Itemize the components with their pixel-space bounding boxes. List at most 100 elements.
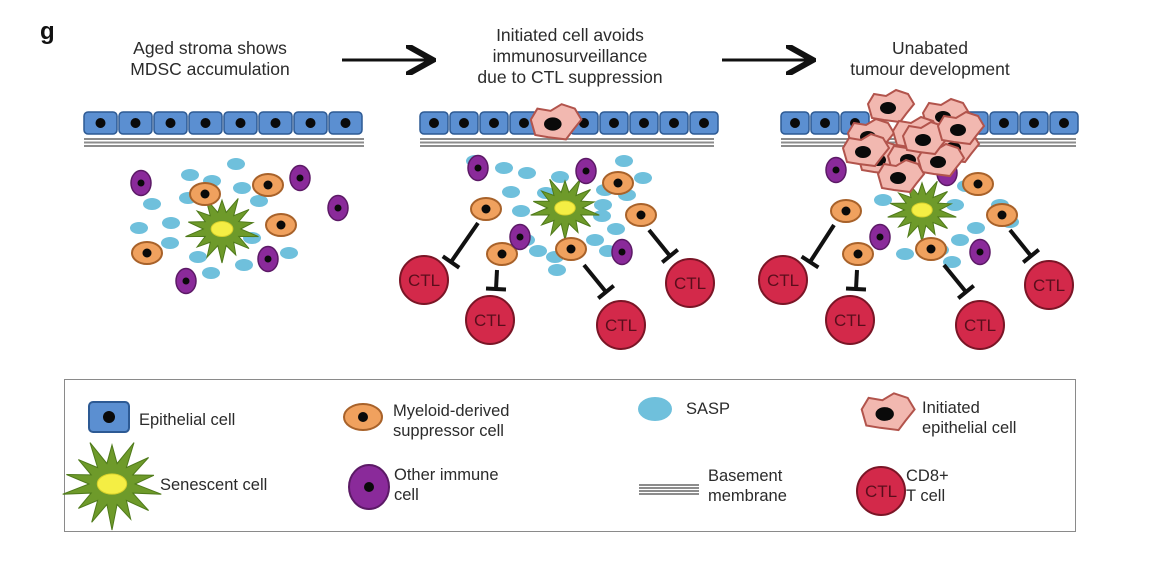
- nucleus: [1029, 118, 1039, 128]
- sasp-particle: [502, 186, 520, 198]
- ctl-label: CTL: [767, 271, 799, 290]
- legend-line: Other immune: [394, 466, 499, 484]
- nucleus: [142, 248, 152, 258]
- mdsc-cell: [986, 203, 1018, 227]
- epithelial-cell: [1049, 111, 1079, 135]
- nucleus: [200, 189, 210, 199]
- sasp-particle: [874, 194, 892, 206]
- legend-epithelial-label: Epithelial cell: [139, 410, 235, 430]
- ctl-label: CTL: [1033, 276, 1065, 295]
- nucleus: [334, 204, 342, 212]
- inhibition-bar: [485, 286, 507, 292]
- legend-other-immune-label: Other immune cell: [394, 465, 499, 505]
- mdsc-cell: [131, 241, 163, 265]
- legend-line: cell: [394, 486, 419, 504]
- ctl-cell: CTL: [825, 295, 875, 345]
- nucleus: [582, 167, 590, 175]
- nucleus: [999, 118, 1009, 128]
- nucleus: [876, 233, 884, 241]
- legend-line: SASP: [686, 400, 731, 418]
- nucleus: [853, 249, 863, 259]
- legend-line: Initiated: [922, 399, 980, 417]
- initiated-epithelial-cell: [876, 158, 926, 194]
- mdsc-cell: [830, 199, 862, 223]
- mdsc-cell: [842, 242, 874, 266]
- inhibition-arrow: [942, 263, 976, 300]
- ctl-cell: CTL: [955, 300, 1005, 350]
- inhibition-arrow: [582, 263, 616, 300]
- inhibition-arrow: [441, 221, 480, 270]
- epithelial-cell: [118, 111, 153, 135]
- ctl-cell: CTL: [758, 255, 808, 305]
- mdsc-cell: [265, 213, 297, 237]
- other-immune-cell: [467, 154, 489, 182]
- sasp-particle: [250, 195, 268, 207]
- nucleus: [95, 118, 106, 128]
- sasp-particle: [181, 169, 199, 181]
- epithelial-cell: [83, 111, 118, 135]
- inhibition-arrow: [647, 228, 680, 264]
- sasp-particle: [202, 267, 220, 279]
- sasp-particle: [943, 256, 961, 268]
- epithelial-cell: [629, 111, 659, 135]
- other-immune-cell: [130, 169, 152, 197]
- legend-line: Myeloid-derived: [393, 402, 510, 420]
- sasp-particle: [495, 162, 513, 174]
- legend-line: CD8+: [906, 467, 949, 485]
- legend-senescent-label: Senescent cell: [160, 475, 267, 495]
- sasp-particle: [227, 158, 245, 170]
- mdsc-cell: [625, 203, 657, 227]
- ctl-label: CTL: [408, 271, 440, 290]
- stage-3-title: Unabated tumour development: [820, 38, 1040, 80]
- legend-sasp-label: SASP: [686, 399, 730, 419]
- nucleus: [519, 118, 529, 128]
- senescent-core: [210, 221, 234, 237]
- legend-mdsc-label: Myeloid-derived suppressor cell: [393, 401, 509, 441]
- sasp-particle: [512, 205, 530, 217]
- legend-line: epithelial cell: [922, 419, 1017, 437]
- epithelial-cell: [258, 111, 293, 135]
- other-immune-cell: [969, 238, 991, 266]
- stage-1-title-line: MDSC accumulation: [130, 59, 290, 79]
- nucleus: [855, 146, 871, 158]
- nucleus: [618, 248, 626, 256]
- nucleus: [497, 249, 507, 259]
- legend-cd8-label: CD8+ T cell: [906, 466, 949, 506]
- nucleus: [636, 210, 646, 220]
- nucleus: [890, 172, 906, 184]
- nucleus: [481, 204, 491, 214]
- nucleus: [973, 179, 983, 189]
- nucleus: [489, 118, 499, 128]
- ctl-label: CTL: [474, 311, 506, 330]
- nucleus: [566, 244, 576, 254]
- nucleus: [926, 244, 936, 254]
- initiated-epithelial-cell: [841, 132, 891, 168]
- senescent-cell: [185, 198, 259, 264]
- legend-initiated-label: Initiated epithelial cell: [922, 398, 1016, 438]
- nucleus: [930, 156, 946, 168]
- sasp-particle: [130, 222, 148, 234]
- nucleus: [165, 118, 176, 128]
- sasp-particle: [280, 247, 298, 259]
- mdsc-cell: [602, 171, 634, 195]
- inhibition-arrow: [485, 269, 507, 292]
- nucleus: [276, 220, 286, 230]
- nucleus: [130, 118, 141, 128]
- nucleus: [880, 102, 896, 114]
- sasp-particle: [896, 248, 914, 260]
- nucleus: [976, 248, 984, 256]
- epithelial-cell: [153, 111, 188, 135]
- nucleus: [305, 118, 316, 128]
- inhibition-bar: [596, 284, 616, 300]
- stage-3-title-line: Unabated: [892, 38, 968, 58]
- epithelial-cell: [989, 111, 1019, 135]
- mdsc-cell: [189, 182, 221, 206]
- sasp-particle: [586, 234, 604, 246]
- epithelial-cell: [419, 111, 449, 135]
- ctl-cell: CTL: [1024, 260, 1074, 310]
- nucleus: [790, 118, 800, 128]
- mdsc-cell: [962, 172, 994, 196]
- nucleus: [263, 180, 273, 190]
- inhibition-arrow: [1008, 228, 1041, 264]
- nucleus: [270, 118, 281, 128]
